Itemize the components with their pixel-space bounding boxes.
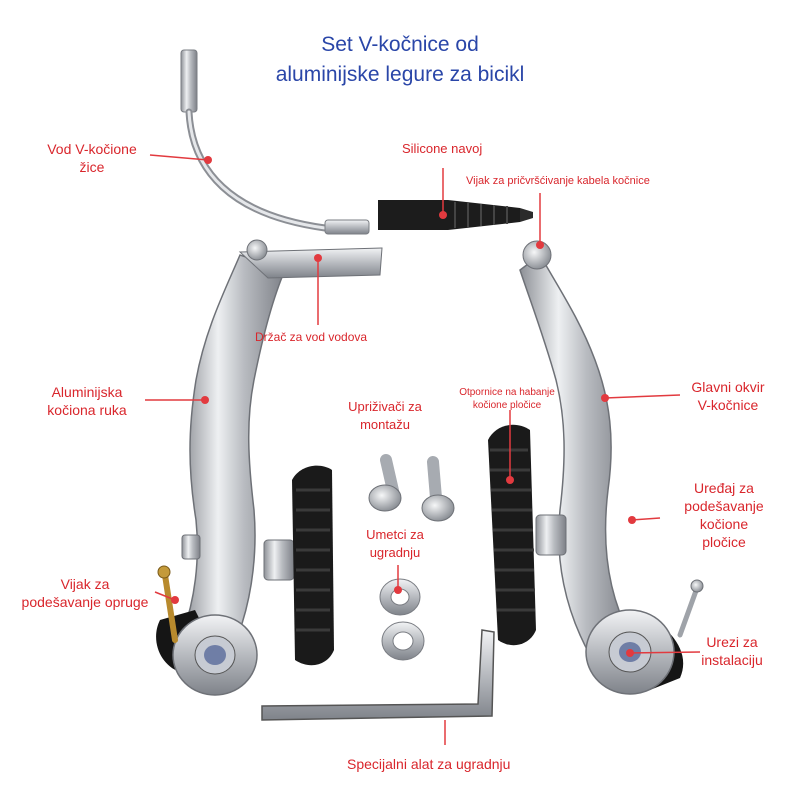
washers (379, 578, 425, 661)
silicone-sleeve (378, 200, 533, 230)
left-brake-pad (292, 465, 334, 666)
label-tool: Specijalni alat za ugradnju (347, 756, 511, 772)
mounting-bolts (368, 454, 455, 522)
cable-guide (180, 49, 370, 235)
label-cable-fix-screw: Vijak za pričvršćivanje kabela kočnice (466, 175, 650, 187)
right-brake-arm (519, 240, 704, 695)
title-line-2: aluminijske legure za bicikl (275, 63, 525, 86)
page-title: Set V-kočnice od aluminijske legure za b… (200, 30, 600, 90)
left-brake-arm (156, 239, 383, 696)
leader-markers (171, 156, 636, 657)
right-brake-pad (488, 424, 536, 646)
label-notches: Urezi za instalaciju (701, 634, 763, 668)
label-mounting-bolts: Upriživači za montažu (348, 399, 422, 432)
label-main-frame: Glavni okvir V-kočnice (691, 379, 765, 413)
leader-lines (145, 154, 701, 745)
label-guide-holder: Držač za vod vodova (255, 330, 368, 344)
label-cable-guide: Vod V-kočione žice (47, 141, 137, 175)
label-silicone-sleeve: Silicone navoj (402, 141, 483, 156)
title-line-1: Set V-kočnice od (321, 33, 479, 56)
label-pad-wear: Otpornice na habanje kočione pločice (459, 387, 555, 411)
label-pad-adjuster: Uređaj za podešavanje kočione pločice (684, 480, 764, 550)
hex-key-tool (261, 629, 495, 721)
label-spring-screw: Vijak za podešavanje opruge (21, 576, 149, 610)
spring-screw (157, 565, 178, 643)
label-inserts: Umetci za ugradnju (366, 527, 424, 560)
label-aluminum-arm: Aluminijska kočiona ruka (47, 384, 127, 418)
